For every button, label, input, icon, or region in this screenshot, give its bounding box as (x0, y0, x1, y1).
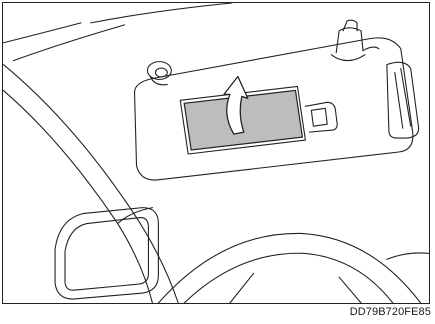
side-mirror (55, 208, 158, 299)
mirror-cover-tab (305, 102, 337, 132)
sun-visor-illustration (3, 3, 429, 303)
vanity-mirror-glass (184, 90, 302, 150)
steering-wheel-inner (184, 253, 393, 303)
headliner-line-top (91, 3, 232, 23)
steering-wheel-outer (158, 233, 420, 303)
a-pillar-inner (3, 90, 152, 303)
dashboard-edge (387, 253, 429, 259)
roof-line-upper (3, 23, 80, 43)
figure-code: DD79B720FE85 (350, 306, 431, 318)
visor-side-clip (387, 62, 419, 138)
headliner-line-left (13, 25, 124, 61)
visor-hinge-right (331, 20, 379, 60)
steering-spoke-right (339, 277, 361, 303)
steering-spoke-left (230, 273, 254, 303)
illustration-frame (2, 2, 430, 304)
a-pillar-outer (3, 65, 178, 303)
visor-mount-left (147, 62, 171, 85)
